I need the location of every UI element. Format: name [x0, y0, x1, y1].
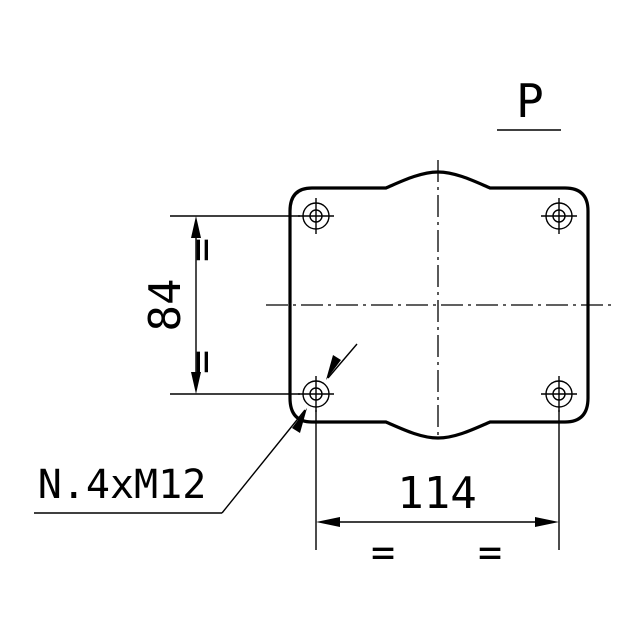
bolt-hole-top-left — [298, 198, 334, 234]
bolt-hole-bottom-left — [298, 376, 334, 412]
view-label-text: P — [516, 74, 544, 128]
callout-leader-upper — [327, 343, 358, 379]
hole-callout-text: N.4xM12 — [38, 462, 207, 508]
equal-mark-vertical-top: = — [179, 238, 225, 262]
equal-mark-horizontal-left: = — [371, 530, 395, 576]
callout-leader-lower — [221, 409, 306, 514]
view-label: P — [497, 74, 561, 131]
bolt-hole-bottom-right — [541, 376, 577, 412]
bolt-hole-top-right — [541, 198, 577, 234]
arrow-right — [535, 517, 559, 527]
arrow-up — [191, 216, 201, 238]
vertical-dimension-text: 84 — [140, 279, 191, 332]
callout-arrow-upper — [326, 355, 341, 380]
horizontal-dimension: 114 = = — [315, 410, 560, 576]
arrow-left — [316, 517, 340, 527]
equal-mark-horizontal-right: = — [478, 530, 502, 576]
arrow-down — [191, 372, 201, 394]
equal-mark-vertical-bottom: = — [179, 350, 225, 374]
flange-outline — [288, 170, 590, 440]
hole-callout: N.4xM12 — [34, 343, 358, 514]
callout-arrow-lower — [292, 408, 307, 433]
horizontal-dimension-text: 114 — [397, 468, 476, 519]
vertical-dimension: 84 = = — [140, 215, 300, 395]
